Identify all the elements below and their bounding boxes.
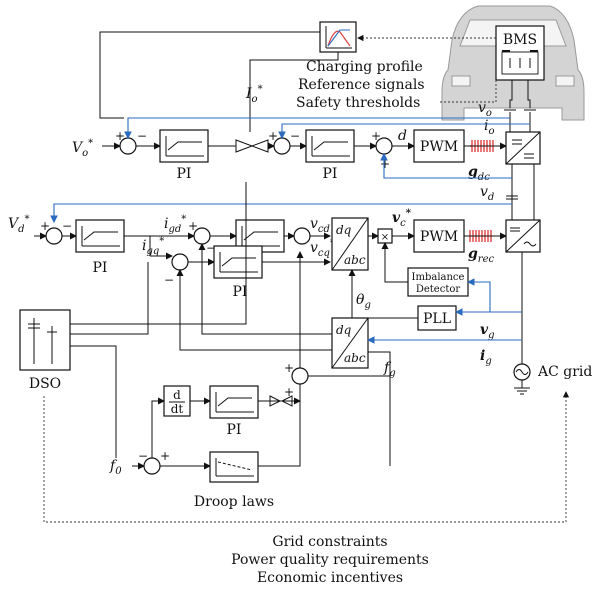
svg-text:dt: dt [171, 402, 184, 416]
ac-source-icon [513, 363, 531, 388]
svg-text:PWM: PWM [420, 229, 458, 245]
svg-text:−: − [62, 219, 72, 233]
sum-f [291, 367, 309, 385]
vg-label: vg [480, 322, 495, 341]
pwm-rec-block: PWM [413, 219, 465, 253]
vd-label: vd [480, 184, 494, 203]
svg-text:+: + [188, 219, 198, 233]
svg-text:+: + [40, 219, 50, 233]
vo-label: vo [478, 100, 492, 119]
dso-info-line2: Power quality requirements [231, 552, 429, 568]
pwm-dc-block: PWM [413, 129, 465, 163]
ig-label: ig [480, 348, 492, 367]
battery-icon [501, 50, 539, 75]
svg-text:+: + [268, 129, 278, 143]
charging-profile-icon [319, 21, 357, 53]
vcq-label: vcq* [310, 238, 335, 259]
pi-q-block [213, 245, 263, 279]
pi-label-3: PI [93, 260, 108, 276]
svg-text:+: + [115, 129, 125, 143]
dso-info-line3: Economic incentives [257, 570, 403, 586]
ground-icon [514, 387, 530, 395]
droop-label: Droop laws [194, 494, 274, 510]
bms-label: BMS [503, 32, 537, 48]
dso-info-line1: Grid constraints [272, 534, 387, 550]
pi-vo-block [159, 129, 209, 163]
igd-label: igd* [164, 214, 186, 235]
svg-text:dq: dq [336, 323, 352, 337]
igq-label: igq* [142, 236, 164, 257]
pi-label-4: PI [233, 284, 248, 300]
bms-info-line3: Safety thresholds [296, 95, 420, 111]
svg-text:+: + [160, 449, 170, 463]
dso-label: DSO [29, 376, 61, 392]
fg-label: fg [383, 360, 396, 379]
svg-text:+: + [371, 129, 381, 143]
svg-text:abc: abc [344, 351, 366, 365]
rectifier-icon [505, 219, 541, 253]
derivative-block: d dt [163, 385, 191, 417]
svg-text:−: − [164, 273, 174, 287]
svg-text:×: × [381, 232, 389, 243]
theta-label: θg [356, 292, 371, 311]
svg-text:−: − [137, 129, 147, 143]
pll-block: PLL [417, 305, 457, 331]
vcd-label: vcd [310, 216, 330, 235]
ac-grid-label: AC grid [537, 364, 592, 380]
svg-text:−: − [290, 129, 300, 143]
droop-block [209, 451, 259, 483]
pi-label-1: PI [177, 166, 192, 182]
svg-text:PWM: PWM [420, 139, 458, 155]
svg-text:+: + [284, 385, 294, 399]
d-label: d [398, 128, 407, 144]
dq-abc-transform-block: dq abc [331, 217, 369, 271]
sum-igq [171, 253, 189, 271]
converter-icon [505, 131, 541, 165]
svg-text:dq: dq [336, 223, 352, 237]
vd-star-label: Vd* [8, 214, 30, 235]
sum-vcd [293, 227, 311, 245]
pi-vd-block [75, 219, 125, 253]
svg-text:Detector: Detector [416, 284, 461, 295]
grec-label: grec [468, 246, 494, 265]
bms-info-line2: Reference signals [298, 77, 425, 93]
svg-text:+: + [284, 361, 294, 375]
gdc-label: gdc [468, 164, 490, 183]
svg-text:abc: abc [344, 253, 366, 267]
pi-label-2: PI [323, 166, 338, 182]
dso-block [19, 309, 71, 371]
f0-label: f0 [109, 458, 122, 477]
svg-text:d: d [173, 388, 181, 402]
io-label: io [484, 118, 495, 137]
io-star-label: Io* [245, 84, 263, 105]
vc-label: vc* [392, 208, 412, 229]
imbalance-detector-block: Imbalance Detector [407, 267, 469, 297]
bms-block: BMS [495, 25, 545, 81]
transmission-tower-icon [28, 318, 57, 364]
svg-text:Imbalance: Imbalance [412, 272, 465, 283]
svg-text:PLL: PLL [423, 311, 451, 327]
svg-text:−: − [206, 241, 216, 255]
vo-star-label: Vo* [72, 138, 93, 159]
limiter-io [235, 139, 269, 153]
pi-label-5: PI [227, 422, 242, 438]
svg-text:−: − [138, 449, 148, 463]
abc-dq-transform-block: dq abc [331, 317, 369, 369]
bms-info-line1: Charging profile [306, 59, 423, 75]
pi-f-block [209, 385, 259, 419]
svg-text:+: + [380, 157, 390, 171]
pi-io-block [305, 129, 355, 163]
